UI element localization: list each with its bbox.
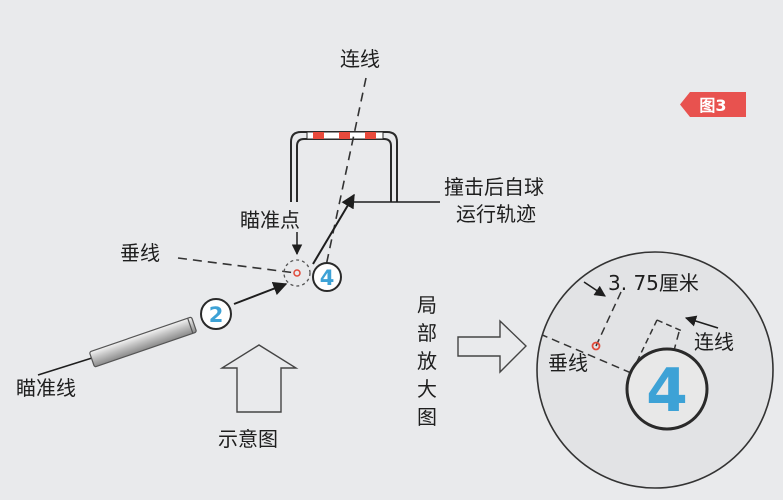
aim-point-label: 瞄准点 (240, 208, 300, 232)
aim-dot (293, 269, 301, 277)
connect-line-label: 连线 (340, 47, 380, 71)
object-ball-number: 4 (320, 266, 335, 290)
local-zoom-char-1: 部 (417, 321, 437, 345)
zoom-aim-dot (591, 341, 601, 351)
cue-ball-number: 2 (209, 303, 224, 327)
cue-path-label-1: 撞击后自球 (444, 175, 544, 199)
local-zoom-char-2: 放 (417, 349, 437, 373)
aim-line-label: 瞄准线 (16, 376, 76, 400)
perpendicular-line-dashed (177, 257, 297, 274)
local-zoom-char-3: 大 (417, 377, 437, 401)
pocket-rail (290, 131, 398, 202)
local-zoom-char-4: 图 (417, 405, 437, 429)
distance-arrow-left (583, 281, 606, 297)
object-ball: 4 (312, 262, 342, 292)
schematic-label: 示意图 (218, 427, 278, 451)
connect-line-dashed (325, 77, 367, 267)
cue-ball-travel-arrow (233, 281, 288, 305)
view-direction-arrow (219, 344, 299, 413)
cue-stick (37, 316, 197, 376)
distance-arrow-right (684, 315, 719, 329)
perpendicular-label: 垂线 (120, 241, 160, 265)
figure-badge: 图3 (680, 92, 746, 117)
cue-ball-path-arrow (312, 193, 355, 265)
cue-ball: 2 (200, 298, 232, 330)
zoom-object-ball: 4 (625, 347, 709, 431)
figure-badge-text: 图3 (699, 96, 726, 115)
local-zoom-char-0: 局 (417, 293, 437, 317)
zoom-connect-line-label: 连线 (694, 330, 734, 354)
local-zoom-label: 局 部 放 大 图 (417, 293, 437, 429)
ghost-ball (283, 259, 311, 287)
zoom-direction-arrow (457, 319, 527, 374)
distance-label: 3. 75厘米 (608, 271, 699, 295)
cue-path-label-2: 运行轨迹 (456, 202, 536, 226)
zoom-perpendicular-label: 垂线 (548, 351, 588, 375)
zoom-object-ball-number: 4 (646, 356, 688, 426)
